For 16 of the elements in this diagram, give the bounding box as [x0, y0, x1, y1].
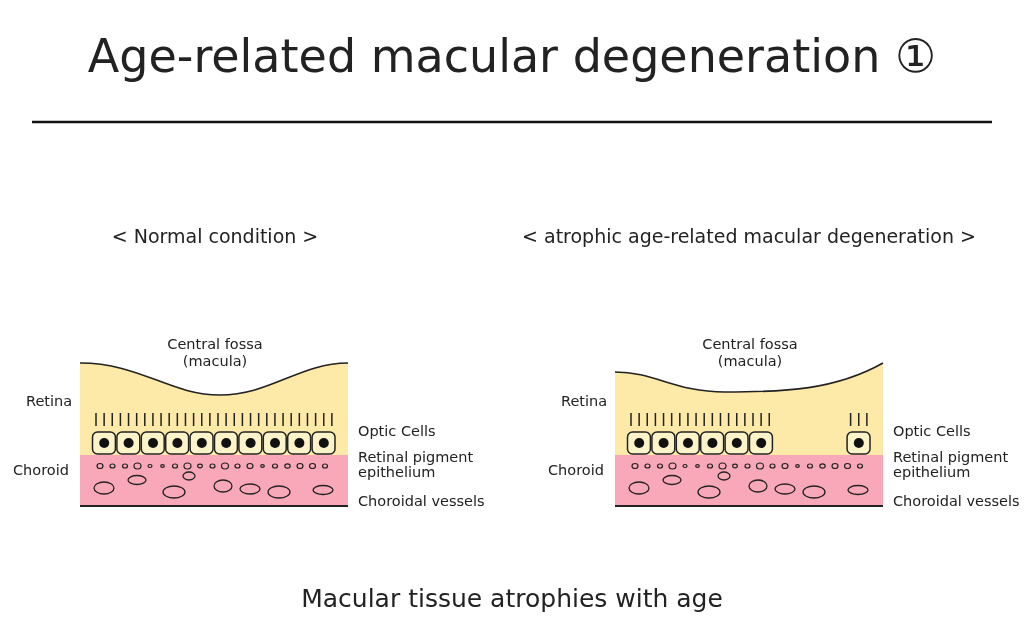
- structure-label: Choroid: [13, 462, 69, 479]
- structure-label: Retinal pigment epithelium: [358, 450, 475, 481]
- structure-label: Retina: [26, 393, 73, 410]
- panel-heading: < atrophic age-related macular degeneration >: [521, 226, 977, 248]
- structure-label: Central fossa (macula): [701, 336, 799, 370]
- structure-label: Optic Cells: [358, 423, 436, 440]
- panel-heading: < Normal condition >: [110, 226, 320, 248]
- structure-label: Central fossa (macula): [166, 336, 264, 370]
- structure-label: Choroidal vessels: [893, 493, 1020, 510]
- structure-label: Optic Cells: [893, 423, 971, 440]
- structure-label: Choroidal vessels: [358, 493, 485, 510]
- caption: Macular tissue atrophies with age: [300, 585, 724, 614]
- structure-label: Choroid: [548, 462, 604, 479]
- structure-label: Retina: [561, 393, 608, 410]
- title: Age-related macular degeneration ①: [86, 30, 938, 83]
- structure-label: Retinal pigment epithelium: [893, 450, 1010, 481]
